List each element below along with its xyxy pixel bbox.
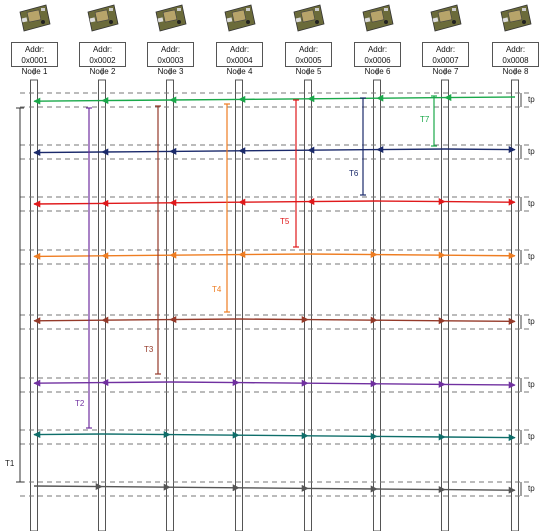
node-lifeline xyxy=(98,79,106,531)
interval-label: T6 xyxy=(349,169,359,178)
message-arrow xyxy=(101,148,171,156)
message-arrow xyxy=(307,198,378,206)
node-board-image xyxy=(359,2,395,32)
node-lifeline xyxy=(511,79,519,531)
message-arrow xyxy=(444,317,516,325)
message-arrow xyxy=(444,94,516,102)
tp-label: tp xyxy=(528,380,535,389)
message-arrow xyxy=(307,485,378,493)
message-arrow xyxy=(33,97,103,105)
message-arrow xyxy=(33,200,103,208)
node-board-image xyxy=(497,2,533,32)
message-arrow xyxy=(33,431,103,439)
message-arrow xyxy=(444,198,516,206)
interval-label: T7 xyxy=(420,115,430,124)
message-arrow xyxy=(238,432,309,440)
interval-label: T3 xyxy=(144,345,154,354)
tp-label: tp xyxy=(528,432,535,441)
node-address: Addr: 0x0006 xyxy=(364,45,391,65)
message-arrow xyxy=(376,433,446,441)
message-arrow xyxy=(444,252,516,260)
message-arrow xyxy=(169,379,240,387)
tp-label: tp xyxy=(528,199,535,208)
node-lifeline xyxy=(235,79,243,531)
message-arrow xyxy=(376,198,446,206)
message-arrow xyxy=(101,316,171,324)
node-address: Addr: 0x0002 xyxy=(89,45,116,65)
message-arrow xyxy=(101,431,171,439)
message-arrow xyxy=(33,483,103,491)
message-arrow xyxy=(169,431,240,439)
message-arrow xyxy=(307,146,378,154)
interval-label: T2 xyxy=(75,399,85,408)
node-address: Addr: 0x0001 xyxy=(21,45,48,65)
node-board-image xyxy=(221,2,257,32)
message-arrow xyxy=(169,199,240,207)
message-arrow xyxy=(307,316,378,324)
tp-label: tp xyxy=(528,147,535,156)
node-address: Addr: 0x0004 xyxy=(226,45,253,65)
message-arrow xyxy=(101,199,171,207)
message-arrow xyxy=(444,434,516,442)
message-arrow xyxy=(307,251,378,259)
message-arrow xyxy=(101,252,171,260)
message-arrow xyxy=(307,95,378,103)
message-arrow xyxy=(101,379,171,387)
message-arrow xyxy=(101,97,171,105)
message-arrow xyxy=(238,316,309,324)
message-arrow xyxy=(169,251,240,259)
message-arrow xyxy=(307,432,378,440)
message-arrow xyxy=(238,251,309,259)
message-arrow xyxy=(33,252,103,260)
node-address: Addr: 0x0005 xyxy=(295,45,322,65)
node-board-image xyxy=(84,2,120,32)
message-arrow xyxy=(169,484,240,492)
message-arrow xyxy=(376,380,446,388)
node-lifeline xyxy=(304,79,312,531)
interval-label: T5 xyxy=(280,217,290,226)
message-arrow xyxy=(33,317,103,325)
message-arrow xyxy=(238,379,309,387)
node-board-image xyxy=(152,2,188,32)
message-arrow xyxy=(238,484,309,492)
total-interval-label: T1 xyxy=(5,459,15,468)
interval-label: T4 xyxy=(212,285,222,294)
message-arrow xyxy=(444,486,516,494)
message-arrow xyxy=(33,379,103,387)
message-arrow xyxy=(238,198,309,206)
node-board-image xyxy=(290,2,326,32)
node-address: Addr: 0x0007 xyxy=(432,45,459,65)
node-board-image xyxy=(16,2,52,32)
node-board-image xyxy=(427,2,463,32)
node-lifeline xyxy=(441,79,449,531)
node-address: Addr: 0x0008 xyxy=(502,45,529,65)
tp-label: tp xyxy=(528,317,535,326)
tp-label: tp xyxy=(528,252,535,261)
tp-label: tp xyxy=(528,484,535,493)
message-arrow xyxy=(169,316,240,324)
message-arrow xyxy=(169,96,240,104)
message-arrow xyxy=(33,149,103,157)
message-arrow xyxy=(376,251,446,259)
message-arrow xyxy=(444,146,516,154)
message-arrow xyxy=(444,381,516,389)
message-arrow xyxy=(238,95,309,103)
message-arrow xyxy=(376,317,446,325)
tp-label: tp xyxy=(528,95,535,104)
node-lifeline xyxy=(373,79,381,531)
node-lifeline xyxy=(166,79,174,531)
message-arrow xyxy=(101,483,171,491)
node-lifeline xyxy=(30,79,38,531)
message-arrow xyxy=(238,147,309,155)
node-address: Addr: 0x0003 xyxy=(157,45,184,65)
message-arrow xyxy=(169,147,240,155)
message-arrow xyxy=(307,380,378,388)
message-arrow xyxy=(376,486,446,494)
message-arrow xyxy=(376,94,446,102)
message-arrow xyxy=(376,146,446,154)
